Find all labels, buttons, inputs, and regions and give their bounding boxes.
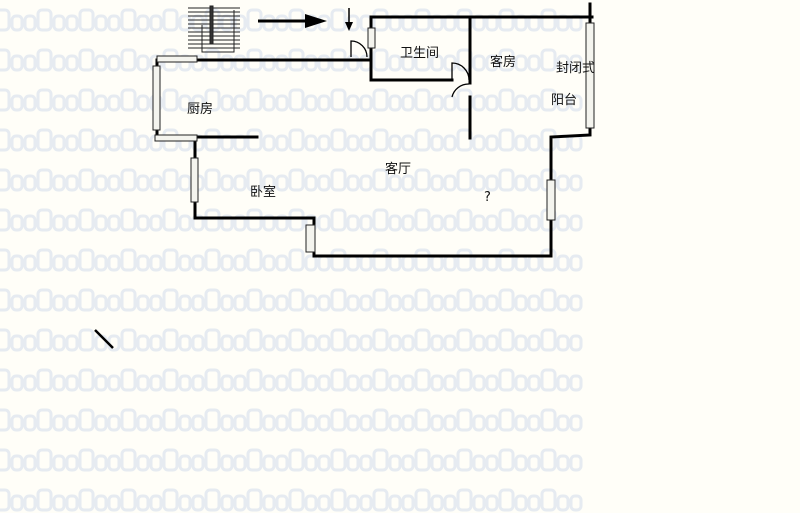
doors <box>350 40 470 98</box>
windows <box>152 22 595 253</box>
watermark-row <box>0 448 583 472</box>
watermark-row <box>0 488 583 512</box>
room-label-guest-room: 客房 <box>490 54 516 70</box>
room-label-unknown: ? <box>484 190 491 205</box>
room-label-kitchen: 厨房 <box>187 101 213 117</box>
room-label-bedroom: 卧室 <box>250 184 276 200</box>
watermark-row <box>0 88 583 112</box>
watermark-row <box>0 248 583 272</box>
down-arrow-icon <box>345 8 353 31</box>
watermark-row <box>0 368 583 392</box>
room-label-balcony-line1: 封闭式 <box>556 61 595 76</box>
diagonal-mark <box>94 329 114 349</box>
watermark-row <box>0 328 583 352</box>
watermark-row <box>0 408 583 432</box>
entrance-arrow-icon <box>258 14 327 28</box>
room-label-living-room: 客厅 <box>385 161 411 177</box>
watermark-row <box>0 128 583 152</box>
compass-icon <box>188 5 240 53</box>
room-label-bathroom: 卫生间 <box>400 46 439 61</box>
room-label-balcony-line2: 阳台 <box>551 93 577 108</box>
watermark-row <box>0 288 583 312</box>
